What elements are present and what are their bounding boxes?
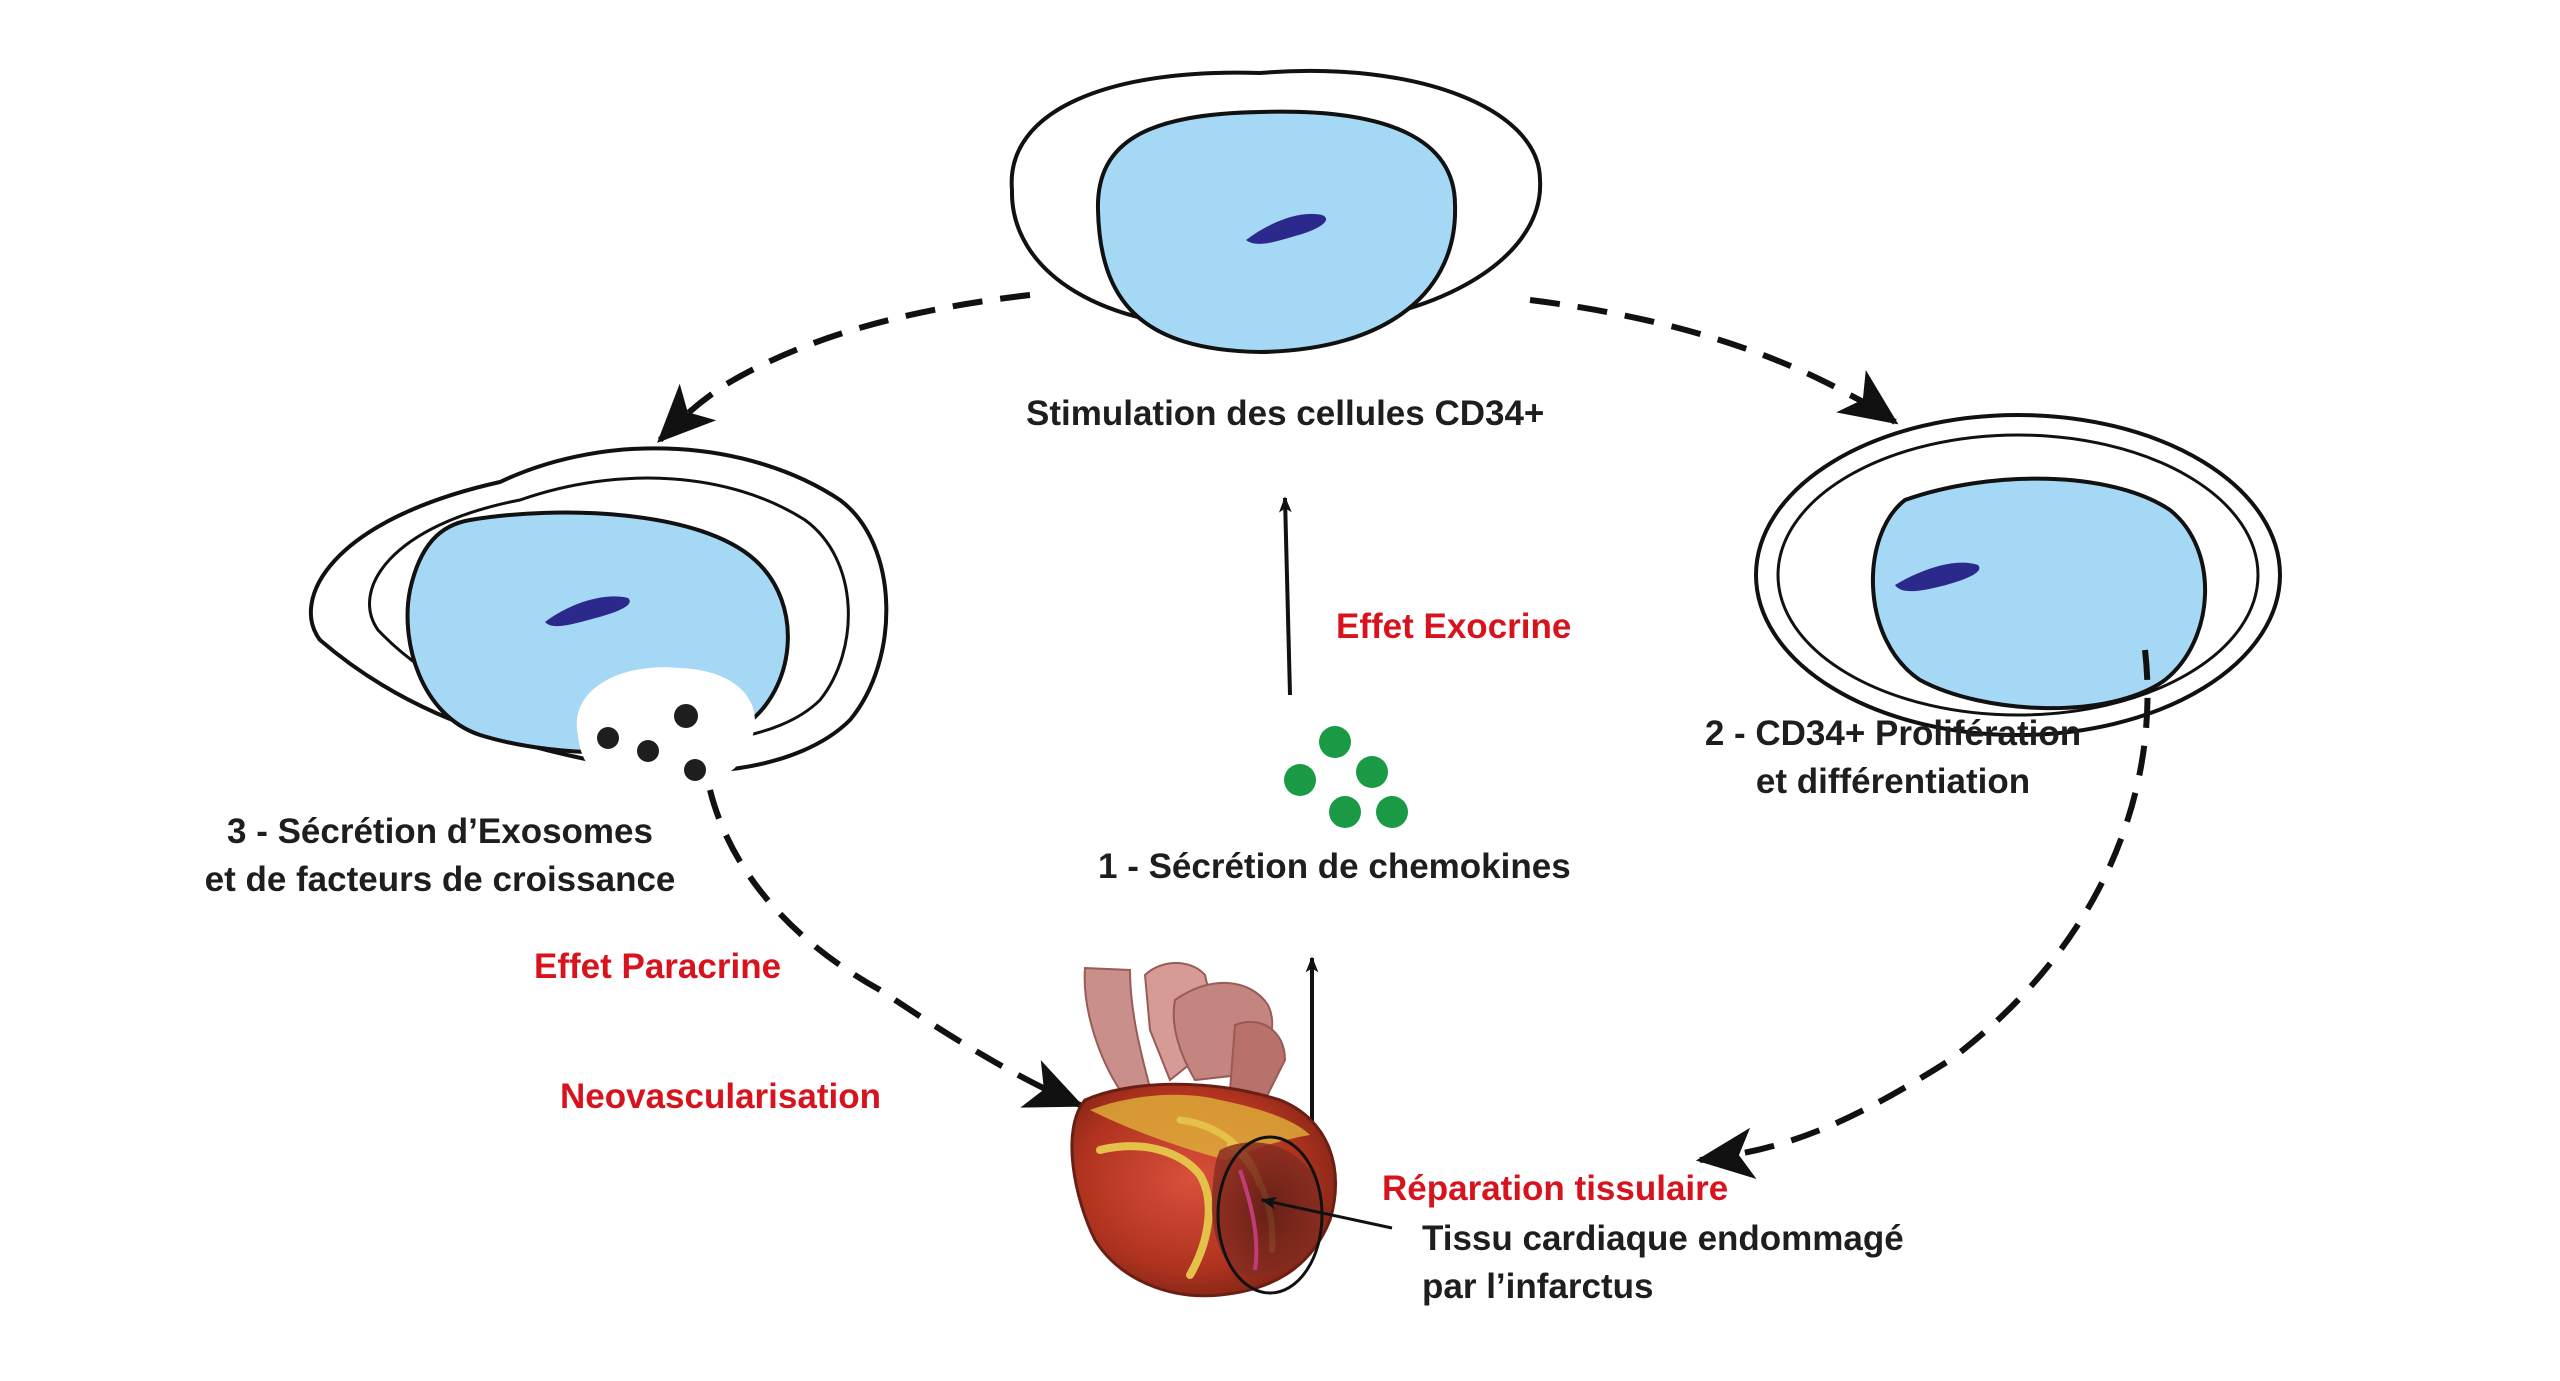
coronary-artery (1096, 1142, 1213, 1279)
label-effet-paracrine: Effet Paracrine (534, 947, 782, 986)
exosome-dot (597, 727, 619, 749)
arrow-chemokines-to-top (1278, 496, 1292, 696)
label-damaged-tissue: Tissu cardiaque endommagé par l’infarctu… (1422, 1215, 1904, 1311)
left-cell-nucleus (545, 596, 630, 627)
exosome-dot (674, 704, 698, 728)
arrow-left-to-heart (707, 789, 1084, 1108)
top-cd34-cell (1009, 68, 1543, 355)
label-exosomes-line1: 3 - Sécrétion d’Exosomes (227, 812, 653, 851)
chemokine-dot (1356, 756, 1388, 788)
right-cell-cytoplasm (1871, 476, 2208, 711)
exosome-vesicle (576, 667, 756, 793)
chemokine-dot (1284, 764, 1316, 796)
top-cell-nucleus (1246, 213, 1327, 244)
chemokine-cluster (1284, 726, 1408, 828)
heart-illustration (1070, 962, 1338, 1298)
label-exosomes: 3 - Sécrétion d’Exosomes et de facteurs … (160, 808, 720, 904)
label-effet-exocrine: Effet Exocrine (1336, 607, 1572, 646)
chemokine-dot (1319, 726, 1351, 758)
arrow-top-to-right (1529, 297, 1899, 425)
label-stimulation: Stimulation des cellules CD34+ (1026, 394, 1545, 433)
label-proliferation-line2: et différentiation (1755, 762, 2031, 801)
left-cd34-cell (309, 446, 889, 793)
label-proliferation-line1: 2 - CD34+ Prolifération (1704, 714, 2082, 753)
chemokine-dot (1329, 796, 1361, 828)
label-damaged-tissue-line1: Tissu cardiaque endommagé (1422, 1219, 1904, 1258)
label-damaged-tissue-line2: par l’infarctus (1422, 1267, 1654, 1306)
exosome-dots (597, 704, 706, 781)
exosome-dot (684, 759, 706, 781)
arrow-right-to-heart (1695, 649, 2151, 1179)
damage-highlight-circle (1216, 1135, 1324, 1295)
arrow-top-to-left (657, 292, 1031, 443)
label-neovascularisation: Neovascularisation (560, 1077, 881, 1116)
right-cd34-cell (1729, 402, 2313, 737)
label-exosomes-line2: et de facteurs de croissance (204, 860, 676, 899)
chemokine-dot (1376, 796, 1408, 828)
damaged-tissue (1211, 1142, 1324, 1279)
label-chemokines: 1 - Sécrétion de chemokines (1098, 847, 1571, 886)
arrow-damage-label (1260, 1196, 1393, 1230)
right-cell-membrane-outline (1754, 413, 2282, 737)
aorta (1083, 966, 1152, 1092)
right-cell-nucleus (1895, 562, 1980, 592)
label-reparation: Réparation tissulaire (1382, 1169, 1729, 1208)
exosome-dot (637, 740, 659, 762)
label-proliferation: 2 - CD34+ Prolifération et différentiati… (1648, 710, 2138, 806)
